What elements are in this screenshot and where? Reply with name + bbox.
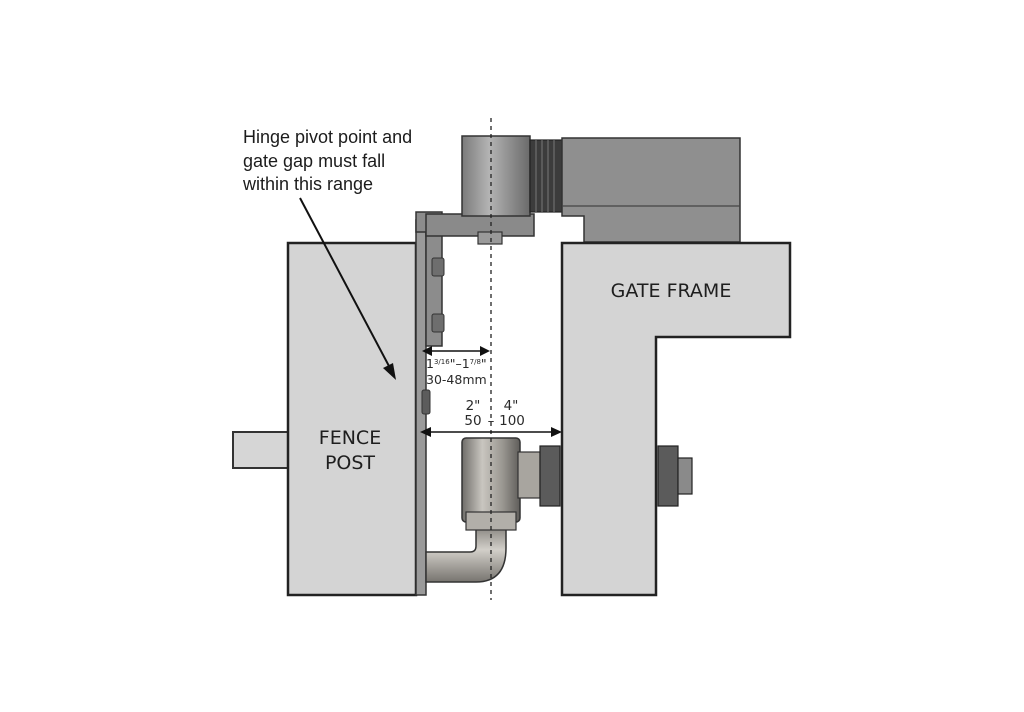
callout-line-2: gate gap must fall — [243, 150, 386, 171]
threaded-coupler — [529, 139, 563, 213]
gate-gap-imperial-min: 2" — [466, 398, 481, 414]
gate-gap-metric-max: 100 — [499, 413, 525, 429]
fence-post-label-line1: FENCE — [319, 427, 381, 449]
gate-gap-arrow — [420, 427, 562, 437]
callout-arrow — [299, 197, 396, 380]
fence-rail — [232, 431, 291, 469]
side-boss — [517, 451, 541, 499]
fence-post-label-line2: POST — [325, 452, 375, 474]
gate-gap-metric-separator: – — [488, 413, 495, 429]
pivot-range-imperial: 13/16"–17/8" — [426, 356, 487, 371]
callout-line-1: Hinge pivot point and — [243, 127, 413, 147]
fence-post — [286, 241, 418, 597]
gate-frame — [560, 241, 792, 597]
gate-gap-metric-min: 50 — [464, 413, 481, 429]
bolt-head-mid — [421, 389, 431, 415]
gate-frame-label: GATE FRAME — [611, 280, 732, 302]
pivot-range-metric: 30-48mm — [426, 372, 487, 387]
gate-gap-imperial-max: 4" — [504, 398, 519, 414]
hinge-housing — [561, 137, 741, 243]
upper-bracket — [415, 211, 443, 347]
gate-nut-inner — [539, 445, 561, 507]
bolt-head-lower — [431, 313, 445, 333]
elbow-pipe — [425, 527, 507, 583]
gate-nut-outer — [657, 445, 679, 507]
pivot-range-arrow — [422, 346, 490, 356]
bolt-head-upper — [431, 257, 445, 277]
hinge-nut — [477, 231, 503, 245]
callout-text: Hinge pivot point and gate gap must fall… — [243, 126, 473, 197]
gate-bolt-end — [677, 457, 693, 495]
callout-line-3: within this range — [243, 174, 374, 194]
